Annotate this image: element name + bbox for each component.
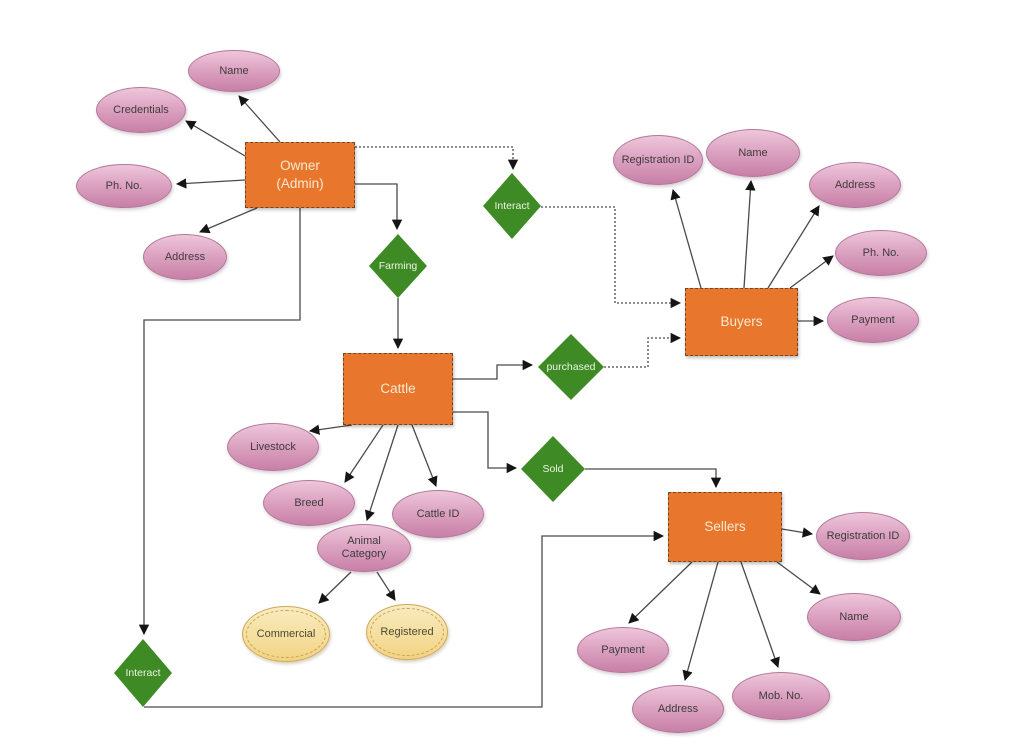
attribute-cattle-animal-category-label: Animal Category (341, 535, 387, 560)
connector-sellers-name[interactable] (776, 561, 821, 595)
connector-animalcategory-commercial[interactable] (318, 571, 352, 604)
attribute-buyers-phno-label: Ph. No. (862, 246, 900, 259)
attribute-buyers-name[interactable]: Name (706, 129, 800, 177)
connector-cattle-livestock[interactable] (308, 424, 353, 435)
attribute-cattle-breed[interactable]: Breed (263, 480, 355, 526)
connector-cattle-cattleid[interactable] (411, 424, 438, 487)
attribute-buyers-name-label: Name (738, 146, 768, 159)
attribute-owner-phno-label: Ph. No. (105, 179, 143, 192)
connector-buyers-address[interactable] (767, 205, 820, 289)
connector-sellers-regid[interactable] (781, 527, 814, 538)
attribute-owner-address[interactable]: Address (143, 234, 227, 280)
connector-sellers-mobno[interactable] (740, 561, 780, 668)
attribute-buyers-address[interactable]: Address (809, 162, 901, 208)
attribute-cattle-animal-category[interactable]: Animal Category (317, 524, 411, 572)
entity-owner[interactable]: Owner (Admin) (245, 142, 355, 208)
attribute-owner-phno[interactable]: Ph. No. (76, 164, 172, 208)
attribute-sellers-name-label: Name (839, 610, 869, 623)
attribute-sellers-payment[interactable]: Payment (577, 627, 669, 673)
relationship-farming-label: Farming (378, 260, 418, 272)
connector-sold-sellers[interactable] (585, 468, 722, 489)
attribute-cattle-breed-label: Breed (294, 496, 324, 509)
connector-buyers-regid[interactable] (670, 189, 702, 289)
connector-interact-buyers[interactable] (541, 206, 682, 309)
relationship-interact-bottom-label: Interact (125, 667, 161, 679)
attribute-sellers-payment-label: Payment (601, 643, 645, 656)
attribute-cattle-livestock[interactable]: Livestock (227, 423, 319, 471)
attribute-owner-credentials-label: Credentials (113, 103, 169, 116)
relationship-sold-label: Sold (542, 463, 564, 475)
entity-cattle[interactable]: Cattle (343, 353, 453, 425)
attribute-cattle-livestock-label: Livestock (250, 440, 296, 453)
connector-owner-farming[interactable] (355, 183, 403, 231)
connector-owner-address[interactable] (199, 207, 258, 234)
attribute-value-commercial[interactable]: Commercial (242, 606, 330, 662)
attribute-sellers-registration-id[interactable]: Registration ID (816, 512, 910, 560)
attribute-owner-name[interactable]: Name (188, 50, 280, 92)
connector-owner-name[interactable] (238, 95, 281, 143)
entity-cattle-label: Cattle (380, 380, 416, 396)
connector-cattle-breed[interactable] (344, 424, 384, 483)
attribute-owner-credentials[interactable]: Credentials (96, 87, 186, 133)
attribute-buyers-registration-id[interactable]: Registration ID (613, 135, 703, 185)
attribute-buyers-address-label: Address (834, 178, 876, 191)
connector-animalcategory-registered[interactable] (376, 571, 396, 601)
attribute-sellers-address-label: Address (657, 702, 699, 715)
connector-owner-credentials[interactable] (185, 120, 246, 157)
attribute-sellers-name[interactable]: Name (807, 593, 901, 641)
entity-owner-label-line2: (Admin) (276, 176, 324, 191)
connector-cattle-animal-category[interactable] (364, 424, 399, 521)
attribute-value-commercial-label: Commercial (256, 628, 316, 640)
connector-owner-phno[interactable] (175, 178, 246, 189)
attribute-buyers-registration-id-label: Registration ID (621, 153, 695, 166)
entity-buyers-label: Buyers (720, 313, 763, 329)
connector-sellers-address[interactable] (682, 561, 719, 682)
entity-sellers[interactable]: Sellers (668, 492, 782, 562)
connector-owner-interact[interactable] (355, 146, 519, 171)
attribute-owner-name-label: Name (219, 64, 249, 77)
attribute-sellers-mobno-label: Mob. No. (758, 689, 804, 702)
relationship-interact-top-label: Interact (494, 200, 530, 212)
attribute-cattle-cattleid[interactable]: Cattle ID (392, 490, 484, 538)
entity-owner-label-line1: Owner (280, 157, 320, 173)
connector-interact-bottom-sellers[interactable] (144, 530, 665, 708)
relationship-purchased-label: purchased (546, 361, 596, 373)
attribute-owner-address-label: Address (164, 250, 206, 263)
entity-buyers[interactable]: Buyers (685, 288, 798, 356)
attribute-value-registered-label: Registered (380, 626, 434, 638)
attribute-buyers-phno[interactable]: Ph. No. (835, 230, 927, 276)
entity-sellers-label: Sellers (704, 518, 746, 534)
attribute-sellers-mobno[interactable]: Mob. No. (732, 672, 830, 720)
attribute-cattle-cattleid-label: Cattle ID (416, 507, 460, 520)
attribute-buyers-payment[interactable]: Payment (827, 297, 919, 343)
connector-owner-interact-bottom[interactable] (138, 208, 301, 636)
attribute-buyers-payment-label: Payment (851, 313, 895, 326)
attribute-value-registered[interactable]: Registered (366, 604, 448, 660)
attribute-sellers-registration-id-label: Registration ID (826, 529, 900, 542)
connector-sellers-payment[interactable] (628, 561, 693, 624)
connector-purchased-buyers[interactable] (604, 332, 682, 368)
attribute-sellers-address[interactable]: Address (632, 685, 724, 733)
connector-cattle-sold[interactable] (453, 411, 518, 474)
connector-cattle-purchased[interactable] (453, 359, 534, 380)
connector-buyers-phno[interactable] (789, 255, 834, 289)
connector-buyers-name[interactable] (743, 179, 756, 289)
